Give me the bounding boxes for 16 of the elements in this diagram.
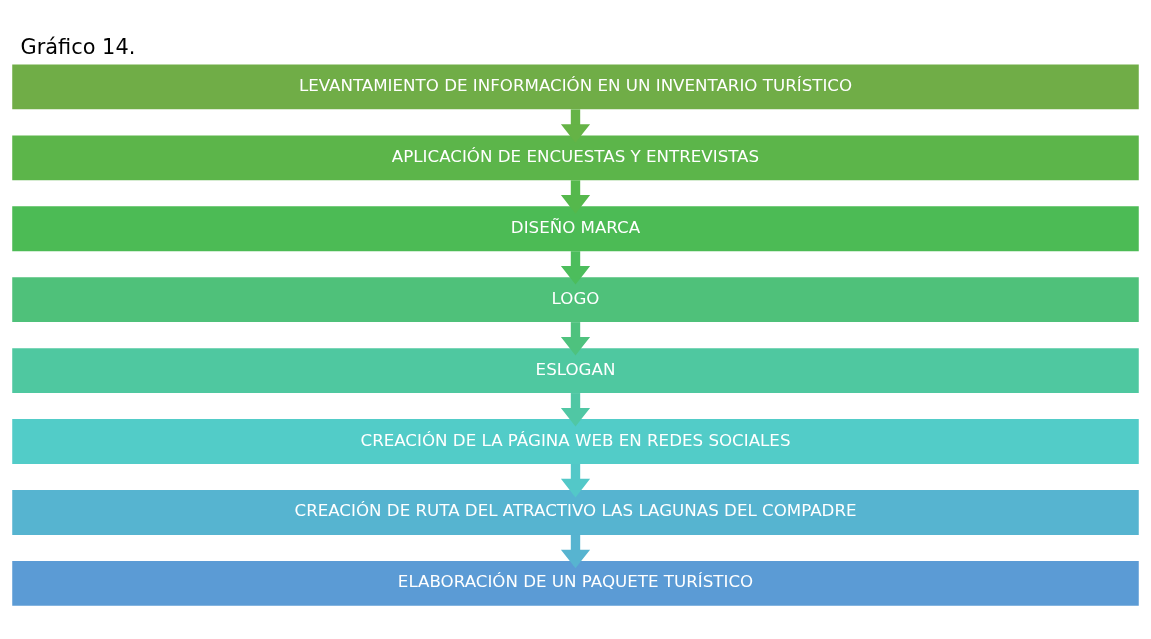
diagram-title: Gráfico 14. <box>20 35 136 60</box>
arrow <box>560 464 591 498</box>
node-box: DISEÑO MARCA <box>12 206 1139 252</box>
arrow <box>560 322 591 356</box>
arrow <box>560 251 591 285</box>
arrow <box>560 393 591 427</box>
arrow <box>560 534 591 569</box>
node-box: LEVANTAMIENTO DE INFORMACIÓN EN UN INVENTARIO TURÍSTICO <box>12 64 1139 110</box>
node-box: APLICACIÓN DE ENCUESTAS Y ENTREVISTAS <box>12 135 1139 181</box>
node-box: CREACIÓN DE RUTA DEL ATRACTIVO LAS LAGUNAS DEL COMPADRE <box>12 490 1139 535</box>
node-box: ELABORACIÓN DE UN PAQUETE TURÍSTICO <box>12 560 1139 606</box>
arrow <box>560 180 591 214</box>
node-box: LOGO <box>12 277 1139 323</box>
node-box: ESLOGAN <box>12 348 1139 394</box>
arrow <box>560 109 591 143</box>
node-box: CREACIÓN DE LA PÁGINA WEB EN REDES SOCIALES <box>12 419 1139 464</box>
